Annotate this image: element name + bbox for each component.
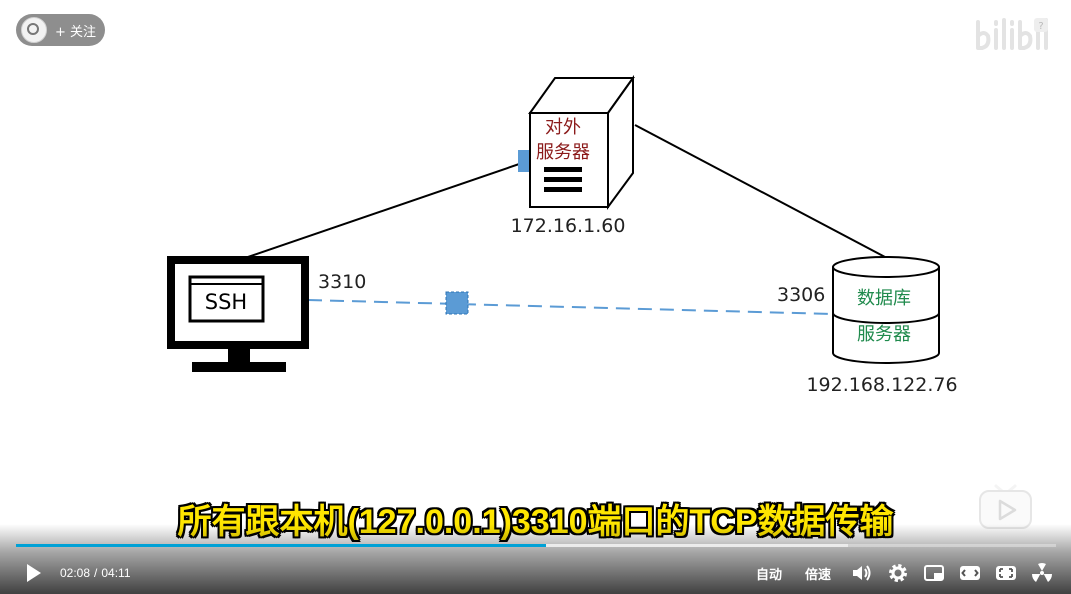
bilibili-logo-icon: ?: [976, 18, 1048, 50]
settings-gear-icon[interactable]: [886, 561, 910, 585]
time-total: 04:11: [101, 566, 131, 580]
server-ip: 172.16.1.60: [511, 215, 626, 237]
avatar: [21, 17, 47, 43]
time-current: 02:08: [60, 566, 91, 580]
db-ip: 192.168.122.76: [806, 374, 957, 396]
speed-button[interactable]: 倍速: [805, 559, 831, 587]
db-label-line2: 服务器: [857, 324, 911, 345]
server-label-line2: 服务器: [536, 142, 590, 163]
pip-icon[interactable]: [922, 561, 946, 585]
volume-icon[interactable]: [850, 561, 874, 585]
fullscreen-icon[interactable]: [1030, 561, 1054, 585]
db-port: 3306: [777, 284, 825, 306]
progress-bar[interactable]: [16, 544, 1056, 547]
follow-button[interactable]: + 关注: [16, 14, 105, 46]
server-db-line: [634, 124, 886, 258]
monitor-icon: [167, 256, 309, 372]
speed-label: 倍速: [805, 566, 832, 582]
control-bar: [0, 524, 1071, 594]
tunnel-marker: [445, 291, 469, 315]
web-fullscreen-icon[interactable]: [994, 561, 1018, 585]
quality-button[interactable]: 自动: [756, 559, 782, 587]
time-display: 02:08 / 04:11: [60, 559, 135, 587]
client-server-line: [244, 160, 529, 259]
time-separator: /: [94, 566, 98, 580]
server-label-line1: 对外: [545, 117, 581, 138]
database-icon: [832, 256, 940, 364]
widescreen-icon[interactable]: [958, 561, 982, 585]
svg-text:?: ?: [1038, 21, 1043, 32]
play-icon[interactable]: [21, 561, 45, 585]
server-icon: [518, 74, 635, 211]
client-port: 3310: [318, 271, 366, 293]
db-label-line1: 数据库: [857, 288, 911, 309]
quality-label: 自动: [756, 566, 783, 582]
play-overlay-icon[interactable]: [978, 482, 1033, 530]
ssh-label: SSH: [205, 290, 247, 314]
progress-played: [16, 544, 547, 547]
tunnel-line: [307, 299, 833, 315]
follow-label: + 关注: [55, 24, 97, 40]
